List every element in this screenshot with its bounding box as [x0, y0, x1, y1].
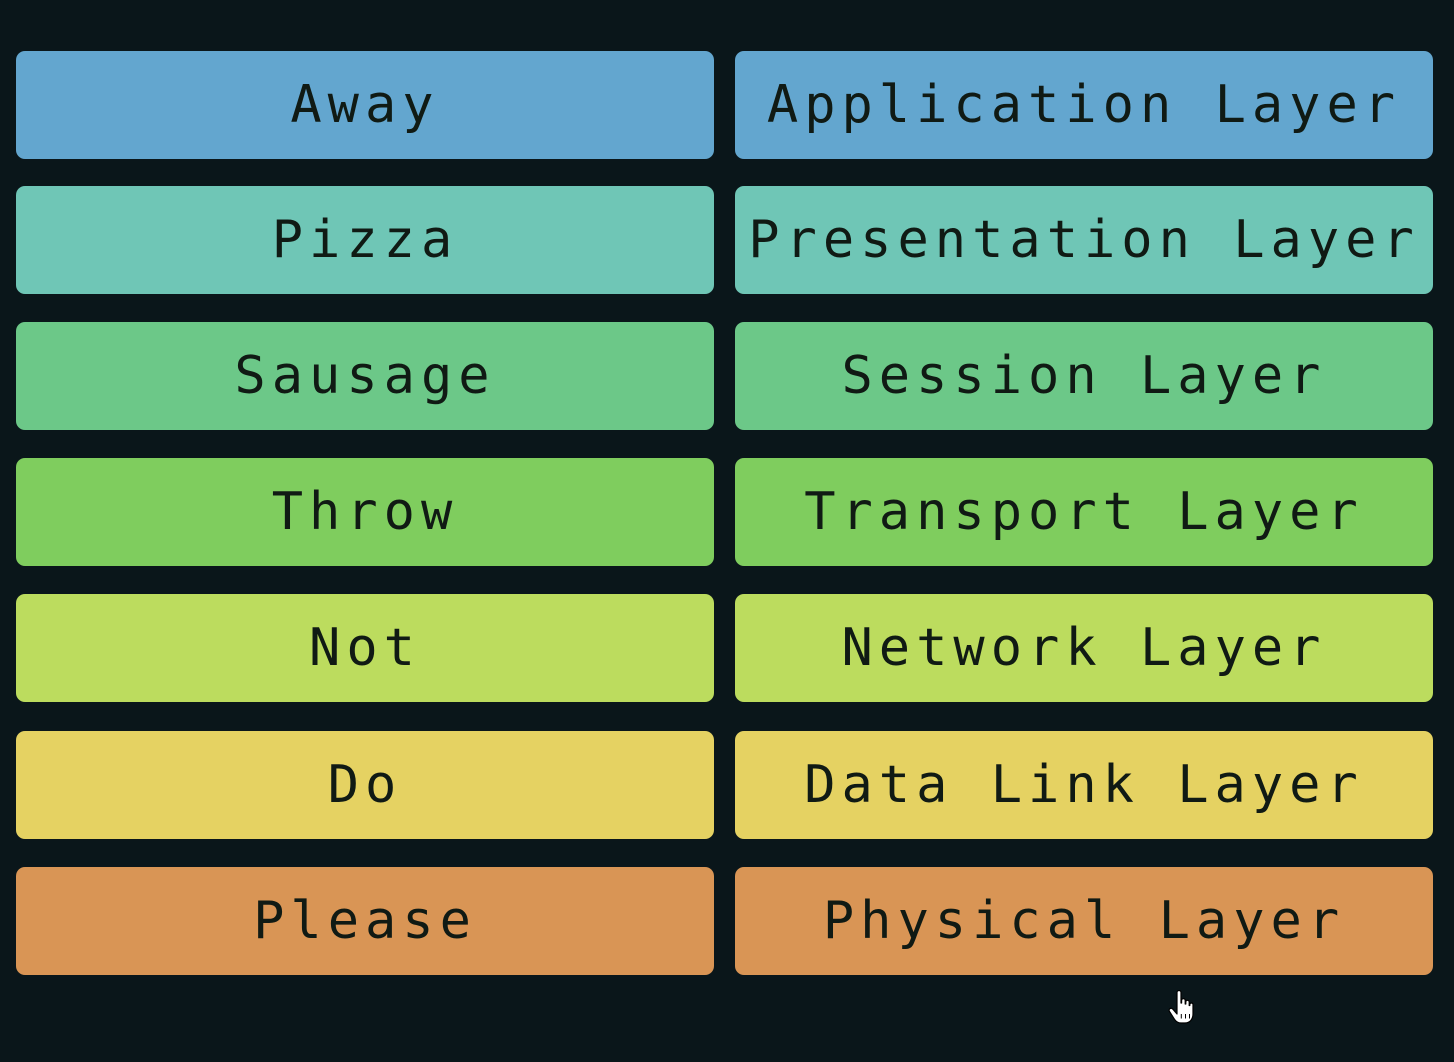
mnemonic-cell-away: Away [16, 51, 714, 159]
layer-cell-transport: Transport Layer [735, 458, 1433, 566]
mnemonic-cell-please: Please [16, 867, 714, 975]
mnemonic-cell-pizza: Pizza [16, 186, 714, 294]
mnemonic-cell-do: Do [16, 731, 714, 839]
layer-cell-session: Session Layer [735, 322, 1433, 430]
mnemonic-cell-throw: Throw [16, 458, 714, 566]
hand-pointer-icon [1168, 990, 1194, 1024]
mnemonic-cell-not: Not [16, 594, 714, 702]
layer-cell-application: Application Layer [735, 51, 1433, 159]
layer-cell-network: Network Layer [735, 594, 1433, 702]
layer-cell-physical: Physical Layer [735, 867, 1433, 975]
layer-cell-data-link: Data Link Layer [735, 731, 1433, 839]
mnemonic-cell-sausage: Sausage [16, 322, 714, 430]
layer-cell-presentation: Presentation Layer [735, 186, 1433, 294]
